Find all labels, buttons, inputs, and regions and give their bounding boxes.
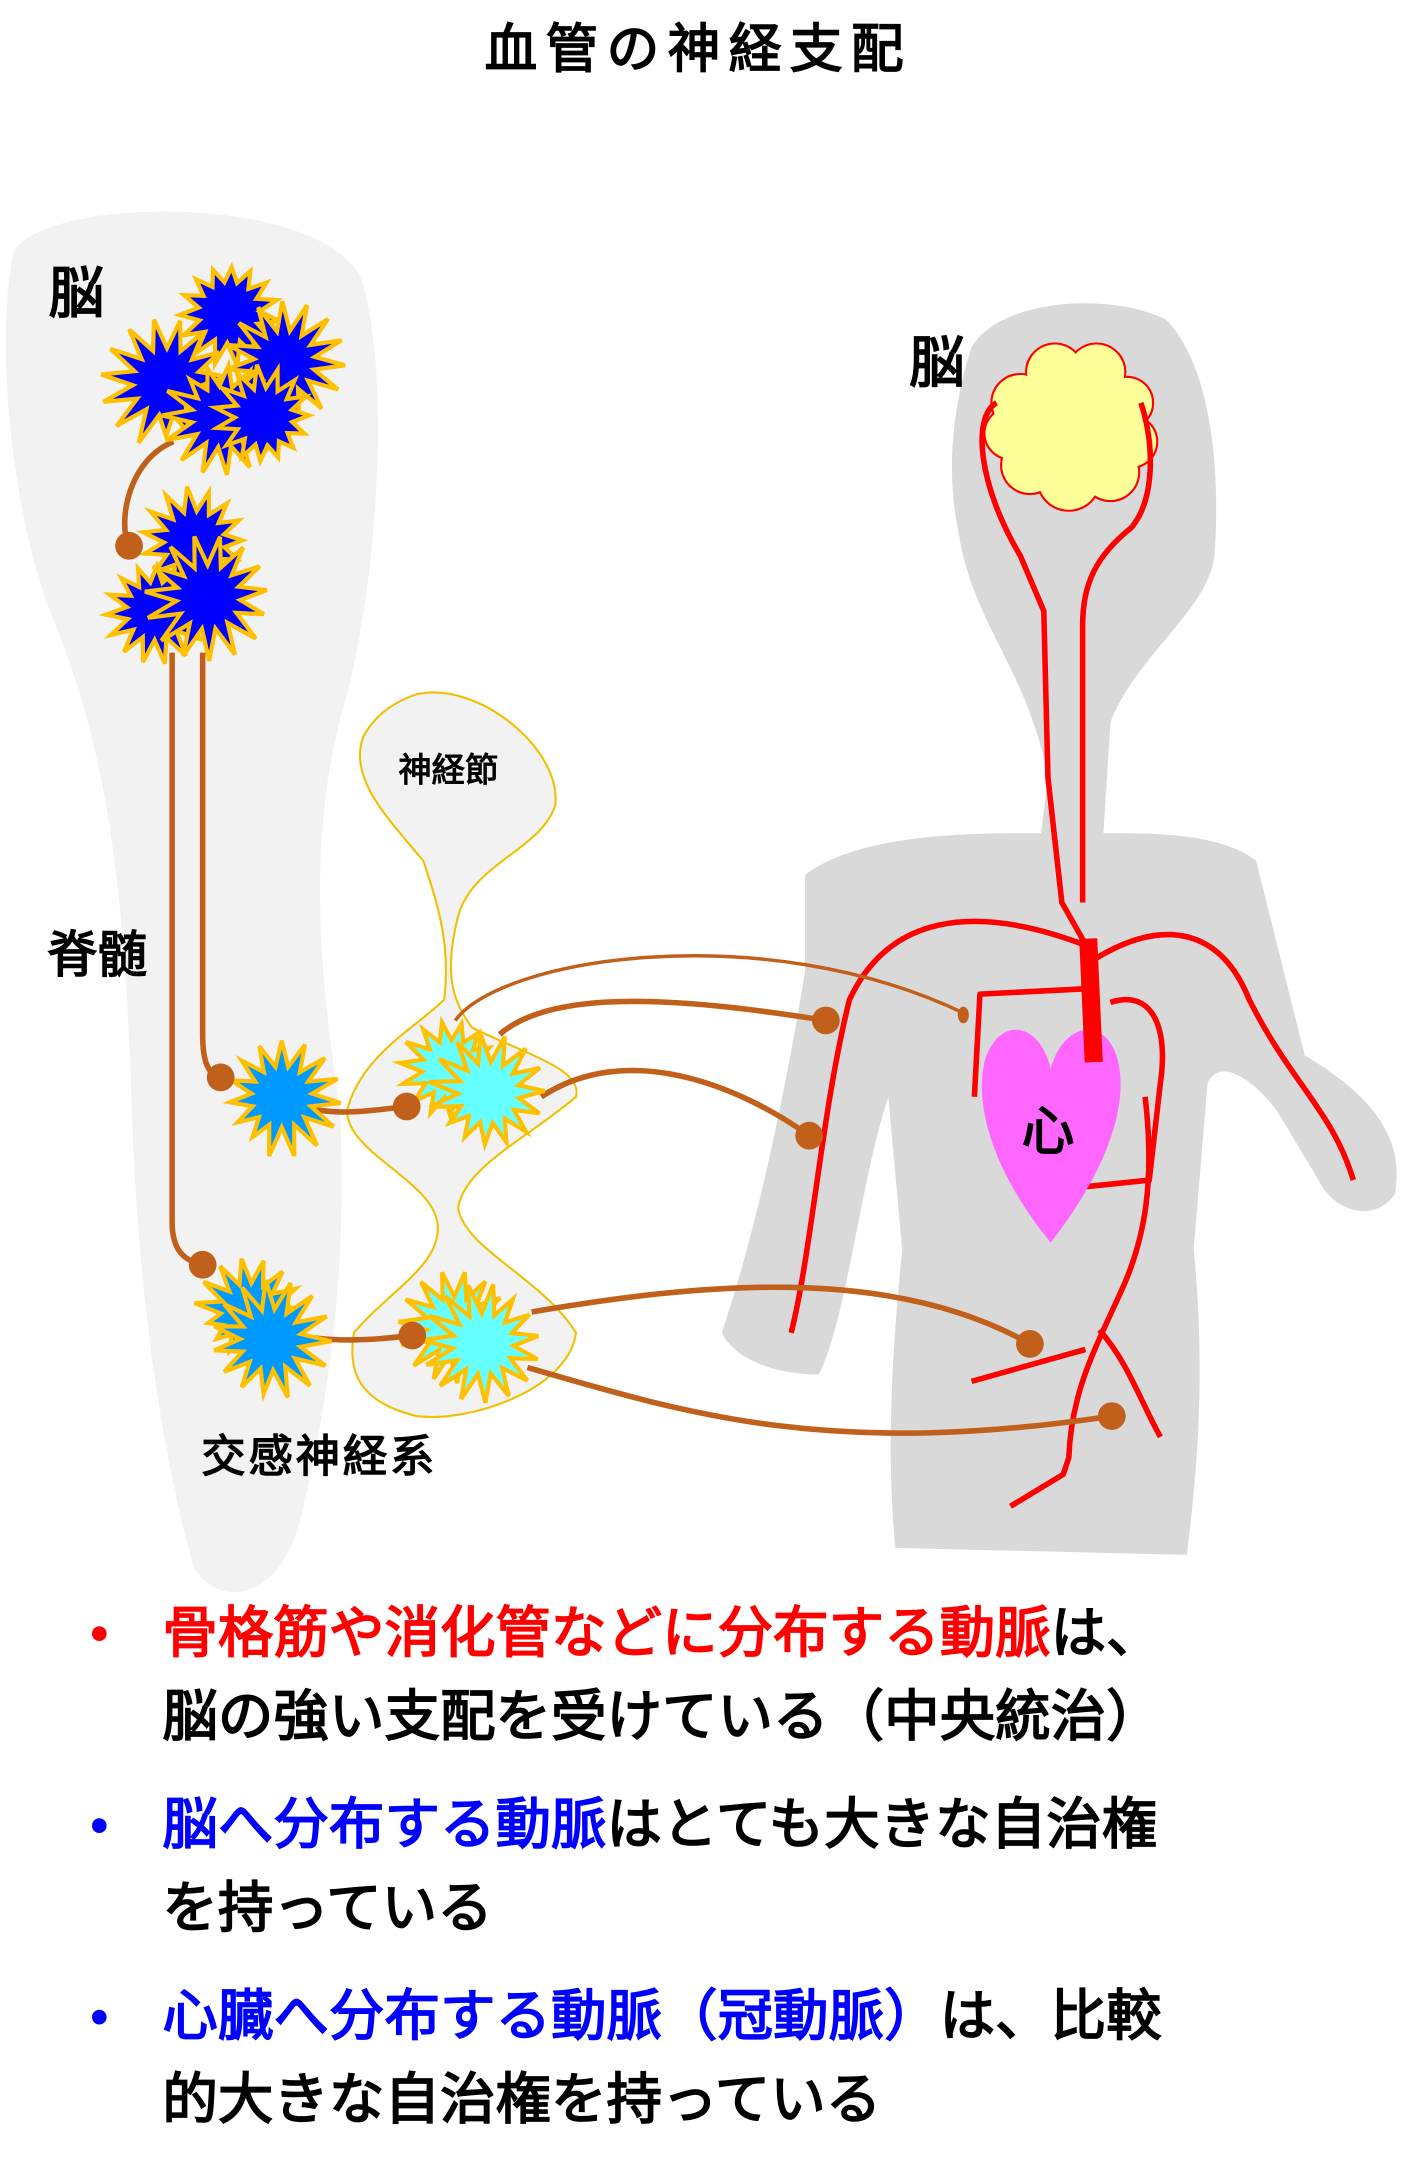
bullet-list: • 骨格筋や消化管などに分布する動脈は、 脳の強い支配を受けている（中央統治） … bbox=[86, 1601, 1162, 2132]
nerve-post-arm bbox=[497, 998, 827, 1037]
nerve-post-arm2 bbox=[539, 1067, 811, 1138]
bullet-3-line-1: 心臓へ分布する動脈（冠動脈）は、比較 bbox=[162, 1984, 1162, 2049]
brain-lobe bbox=[1020, 375, 1118, 473]
heart bbox=[981, 1029, 1121, 1243]
bullet-1-line-1: 骨格筋や消化管などに分布する動脈は、 bbox=[162, 1601, 1161, 1666]
label-brain-left: 脳 bbox=[49, 262, 105, 327]
aorta bbox=[1079, 938, 1103, 1063]
synapse-dot bbox=[392, 1092, 421, 1121]
label-spinal-cord: 脊髄 bbox=[47, 926, 147, 984]
synapse-dot bbox=[206, 1063, 235, 1092]
bullet-2-line-1: 脳へ分布する動脈はとても大きな自治権 bbox=[162, 1793, 1157, 1858]
neurons bbox=[98, 261, 546, 1404]
neuron-starburst bbox=[428, 1033, 546, 1152]
neuron-starburst bbox=[222, 1040, 342, 1157]
nerve-terminals bbox=[115, 531, 1126, 1430]
synapse-dot bbox=[115, 531, 143, 560]
synapse-dot bbox=[398, 1321, 427, 1350]
bullet-3-line-2: 的大きな自治権を持っている bbox=[162, 2067, 881, 2132]
synapse-dot bbox=[811, 1006, 840, 1035]
artery-branch-left bbox=[970, 1346, 1087, 1385]
neuron-starburst bbox=[422, 1283, 540, 1404]
bullet-marker: • bbox=[86, 1802, 113, 1851]
synapse-dot bbox=[188, 1250, 217, 1279]
nerve-post-leg bbox=[526, 1364, 1113, 1436]
nerve-post-abdomen bbox=[531, 1284, 1032, 1347]
brain-icon bbox=[983, 342, 1159, 512]
synapse-dot bbox=[795, 1121, 824, 1150]
synapse-dot bbox=[957, 1006, 969, 1024]
artery-carotid-right bbox=[1079, 401, 1154, 903]
artery-branch-right bbox=[1097, 1328, 1163, 1439]
page-title: 血管の神経支配 bbox=[484, 19, 911, 80]
heart-label: 心 bbox=[1022, 1102, 1075, 1163]
artery-arm-right bbox=[1095, 931, 1356, 1181]
neuron-starburst bbox=[144, 535, 268, 662]
label-ganglion: 神経節 bbox=[398, 751, 498, 790]
artery-arch-left bbox=[971, 985, 1090, 1097]
label-brain-body: 脳 bbox=[909, 331, 965, 396]
body-silhouette bbox=[721, 303, 1397, 1555]
synapse-dot bbox=[1016, 1330, 1044, 1358]
artery-arm-left bbox=[788, 918, 1084, 1334]
bullet-1-line-2: 脳の強い支配を受けている（中央統治） bbox=[162, 1684, 1161, 1749]
bullet-marker: • bbox=[86, 1610, 113, 1659]
nerve-post-heart bbox=[453, 954, 966, 1022]
cns-region bbox=[5, 211, 379, 1593]
label-sympathetic: 交感神経系 bbox=[201, 1432, 437, 1483]
artery-arch-right bbox=[1068, 996, 1166, 1192]
neuron-starburst bbox=[213, 1279, 332, 1403]
bullet-marker: • bbox=[86, 1993, 113, 2042]
neuron-starburst bbox=[207, 362, 316, 468]
bullet-2-line-2: を持っている bbox=[162, 1876, 492, 1941]
artery-carotid-left bbox=[979, 400, 1088, 946]
synapse-dot bbox=[1097, 1402, 1126, 1430]
